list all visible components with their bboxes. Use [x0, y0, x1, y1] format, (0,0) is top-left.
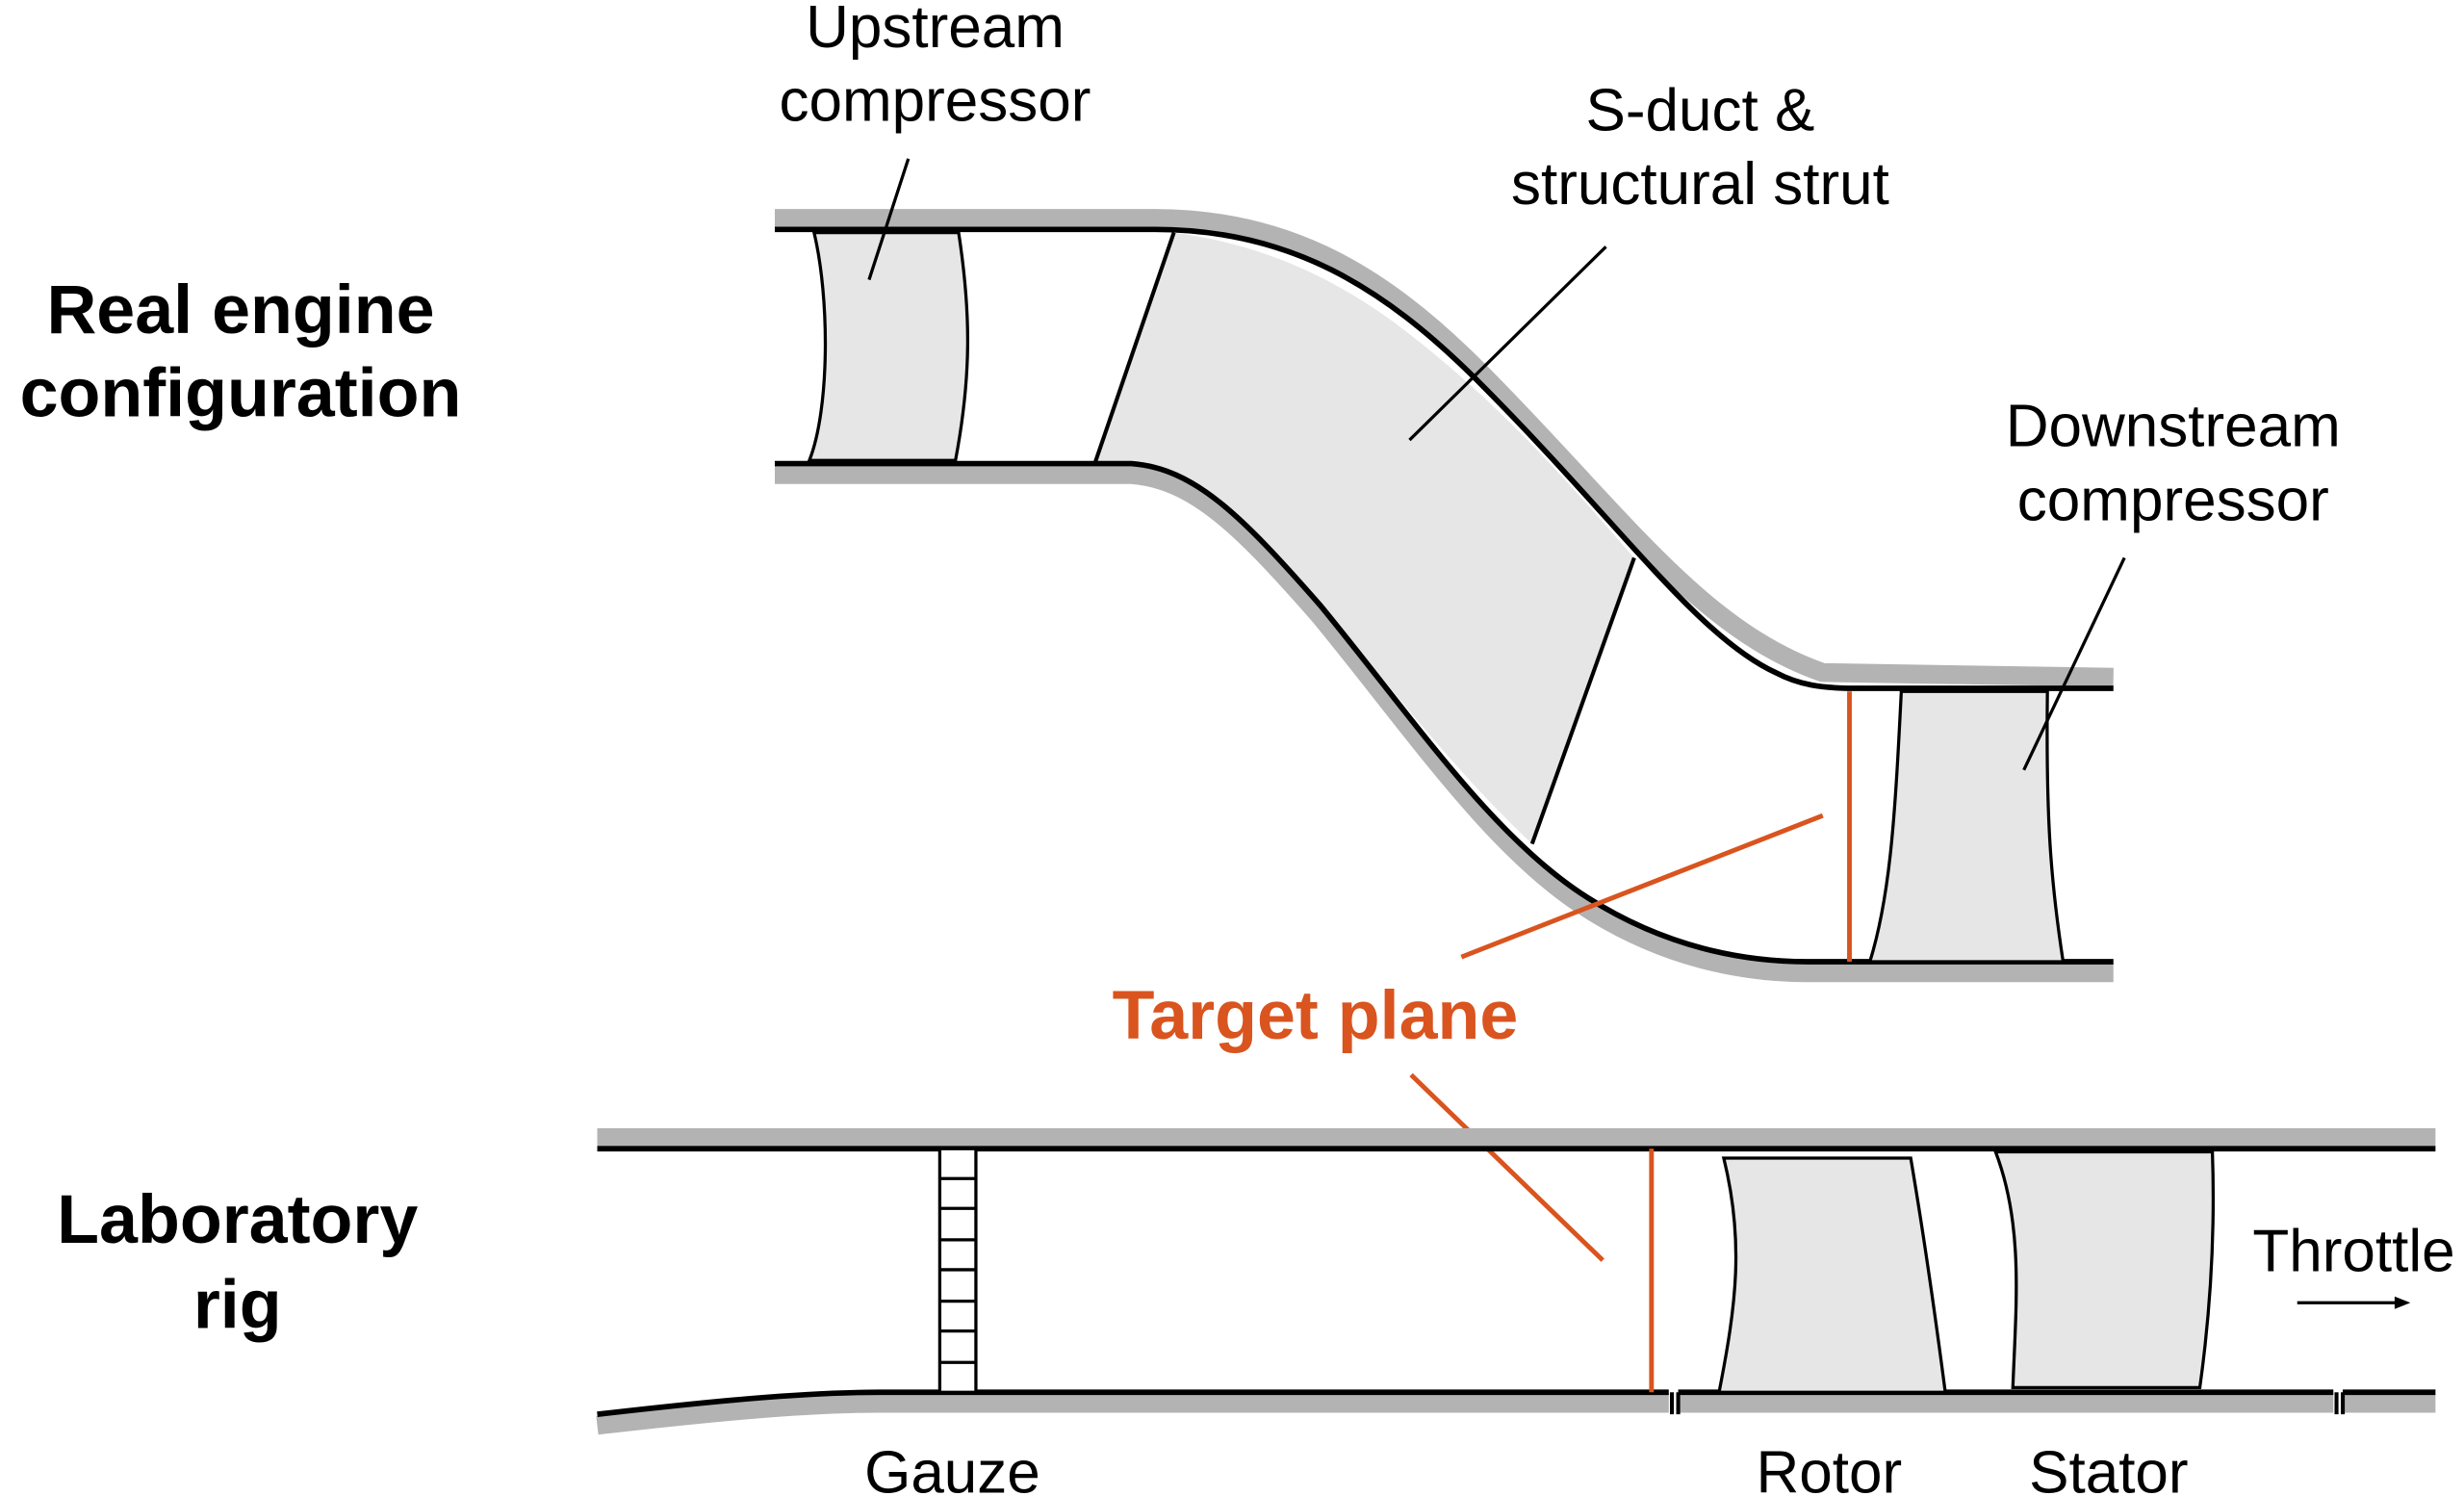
svg-text:Rotor: Rotor	[1756, 1440, 1902, 1496]
svg-text:configuration: configuration	[20, 355, 462, 432]
strut	[1094, 232, 1634, 844]
svg-text:structural strut: structural strut	[1511, 151, 1889, 218]
real-engine-duct	[774, 158, 2126, 1262]
gauze-label: Gauze	[864, 1440, 1040, 1496]
sduct-pointer	[1408, 245, 1607, 442]
real-engine-label-2: configuration	[20, 355, 462, 432]
svg-text:Stator: Stator	[2029, 1440, 2188, 1496]
svg-text:Throttle: Throttle	[2252, 1219, 2454, 1285]
downstream-label-2: compressor	[2017, 467, 2329, 533]
svg-text:Laboratory: Laboratory	[57, 1181, 418, 1258]
upstream-compressor-blade	[807, 230, 969, 462]
inner-wall	[774, 460, 2114, 965]
svg-text:Real engine: Real engine	[46, 271, 434, 348]
svg-text:rig: rig	[193, 1266, 282, 1343]
svg-text:Downstream: Downstream	[2006, 394, 2341, 460]
upstream-label-1: Upstream	[806, 0, 1065, 61]
svg-text:Gauze: Gauze	[864, 1440, 1040, 1496]
gauze-screen	[937, 1147, 978, 1394]
sduct-label-2: structural strut	[1511, 151, 1889, 218]
outer-wall	[774, 226, 2114, 691]
stator-label: Stator	[2029, 1440, 2188, 1496]
laboratory-rig	[596, 1128, 2436, 1435]
downstream-label-1: Downstream	[2006, 394, 2341, 460]
svg-text:Target plane: Target plane	[1113, 977, 1519, 1054]
svg-text:S-duct &: S-duct &	[1586, 77, 1815, 143]
svg-text:compressor: compressor	[2017, 467, 2329, 533]
throttle-arrow-head	[2394, 1296, 2411, 1309]
rotor-label: Rotor	[1756, 1440, 1902, 1496]
downstream-pointer	[2022, 556, 2126, 771]
svg-text:compressor: compressor	[780, 68, 1091, 135]
target-pointer-rig	[1409, 1072, 1604, 1262]
throttle-label: Throttle	[2252, 1219, 2454, 1285]
real-engine-label-1: Real engine	[46, 271, 434, 348]
lab-rig-label-2: rig	[193, 1266, 282, 1343]
target-pointer-engine	[1460, 812, 1824, 960]
sduct-label-1: S-duct &	[1586, 77, 1815, 143]
stator-blade	[1992, 1149, 2216, 1389]
rotor-blade	[1717, 1156, 1947, 1394]
lab-rig-label-1: Laboratory	[57, 1181, 418, 1258]
upstream-label-2: compressor	[780, 68, 1091, 135]
downstream-compressor-blade	[1867, 689, 2066, 964]
svg-text:Upstream: Upstream	[806, 0, 1065, 61]
upstream-pointer	[867, 158, 911, 281]
target-plane-label: Target plane	[1113, 977, 1519, 1054]
